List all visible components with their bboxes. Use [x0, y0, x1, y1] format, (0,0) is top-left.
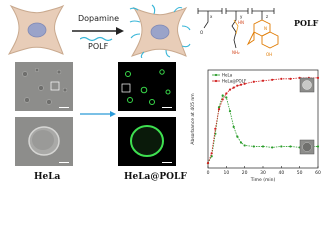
data-point	[239, 83, 243, 86]
caption-hela-polf: HeLa@POLF	[124, 172, 187, 182]
data-point	[289, 77, 292, 80]
structure-nh2-label: NH₂	[232, 50, 240, 55]
data-point	[225, 96, 228, 99]
data-point	[261, 145, 265, 148]
data-point	[228, 110, 232, 113]
data-point	[228, 88, 232, 91]
data-point	[252, 80, 255, 83]
data-point	[280, 145, 283, 148]
single-cell	[28, 126, 60, 156]
polf-chemical-structure: x y z O HN NH₂ N OH	[197, 8, 279, 57]
x-tick-label: 50	[297, 170, 303, 176]
fluorescent-cells	[121, 69, 171, 105]
data-point	[221, 98, 224, 101]
y-axis-label: Absorbance at 405 nm	[190, 93, 196, 144]
data-point	[210, 152, 213, 155]
structure-oh-label: OH	[266, 52, 272, 57]
data-point	[271, 78, 274, 81]
x-axis-label: Time (min)	[250, 177, 276, 183]
legend-label: HeLa@POLF	[222, 79, 247, 84]
polf-polymer-label: POLF	[294, 18, 319, 28]
legend-label: HeLa	[222, 73, 233, 78]
hela-brightfield-low-mag	[15, 62, 73, 111]
structure-z-label: z	[266, 14, 268, 19]
structure-y-label: y	[240, 14, 243, 19]
structure-hn-label: HN	[238, 20, 244, 25]
data-point	[280, 77, 283, 80]
coated-cell-illustration	[129, 4, 191, 58]
reaction-arrow	[72, 27, 124, 35]
data-point	[214, 127, 217, 130]
data-point	[243, 82, 246, 85]
x-tick-label: 0	[207, 170, 210, 176]
data-point	[206, 162, 210, 165]
data-point	[239, 141, 243, 144]
x-tick-label: 20	[242, 170, 248, 176]
hela-polf-fluorescence-zoom	[118, 117, 176, 166]
structure-n-label: N	[264, 26, 267, 31]
data-point	[271, 146, 274, 149]
inset-cell-top	[302, 80, 312, 90]
data-point	[225, 92, 228, 95]
x-tick-label: 40	[278, 170, 284, 176]
data-point	[236, 84, 239, 87]
conversion-arrow	[80, 111, 116, 117]
data-point	[236, 135, 239, 138]
hela-cell-illustration	[7, 4, 65, 55]
data-point	[289, 145, 292, 148]
x-tick-label: 10	[223, 170, 229, 176]
x-tick-label: 60	[315, 170, 321, 176]
structure-x-label: x	[210, 14, 213, 19]
data-point	[217, 108, 221, 111]
caption-hela: HeLa	[34, 172, 61, 182]
cell-dots	[22, 67, 68, 105]
hela-brightfield-zoom	[15, 117, 73, 166]
polf-reagent-label: POLF	[88, 42, 109, 51]
data-point	[252, 145, 255, 148]
dopamine-label: Dopamine	[78, 14, 120, 23]
data-point	[221, 94, 224, 97]
polf-squiggle-icon	[80, 36, 113, 42]
legend-marker	[214, 79, 218, 83]
legend-marker	[214, 73, 218, 77]
hela-polf-fluorescence-low-mag	[118, 62, 176, 111]
data-point	[232, 86, 235, 89]
x-tick-label: 30	[260, 170, 266, 176]
fluorescent-single-cell	[130, 125, 164, 157]
inset-cell-bottom	[302, 142, 312, 152]
data-point	[316, 76, 320, 79]
data-point	[261, 79, 265, 82]
data-point	[232, 125, 235, 128]
structure-o-label: O	[200, 30, 203, 35]
data-point	[243, 144, 246, 147]
data-point	[316, 145, 320, 148]
